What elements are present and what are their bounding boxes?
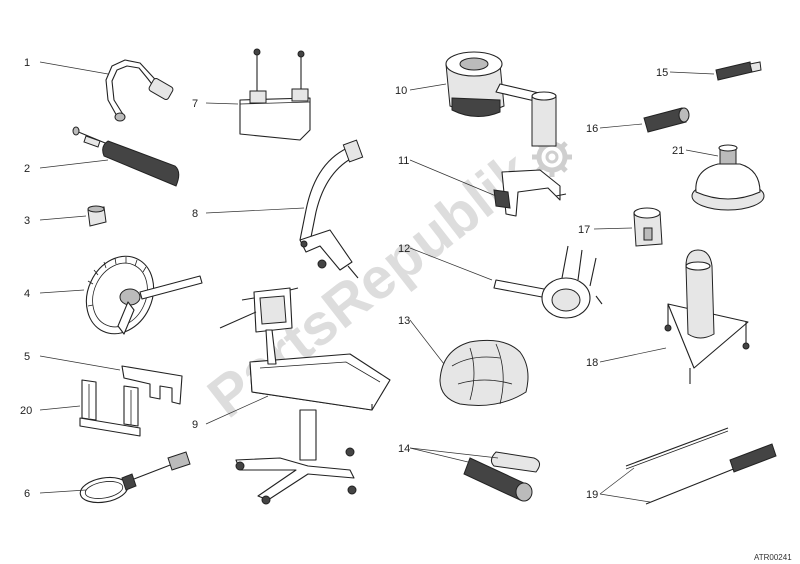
part-7-bracket	[239, 48, 311, 141]
part-16-pin	[643, 107, 690, 133]
callout-4: 4	[24, 288, 30, 300]
callout-10: 10	[395, 85, 407, 97]
callout-18: 18	[586, 357, 598, 369]
part-11-bracket-knob	[493, 169, 567, 217]
callout-14: 14	[398, 443, 410, 455]
callout-20: 20	[20, 405, 32, 417]
callout-21: 21	[672, 145, 684, 157]
part-1-hook-tool	[105, 59, 174, 122]
part-14-pins	[463, 451, 540, 502]
part-19-rods	[625, 427, 777, 505]
part-2-handle-tool	[72, 126, 180, 187]
part-3-nut	[87, 205, 107, 227]
callout-6: 6	[24, 488, 30, 500]
callout-17: 17	[578, 224, 590, 236]
part-10-holder	[445, 51, 557, 147]
callout-5: 5	[24, 351, 30, 363]
part-4-degree-wheel	[85, 255, 203, 335]
part-6-strap-wrench	[79, 451, 191, 504]
part-20-frame	[79, 379, 141, 437]
part-5-plate	[121, 365, 183, 405]
callout-19: 19	[586, 489, 598, 501]
part-12-ring-tool	[493, 245, 603, 319]
callout-12: 12	[398, 243, 410, 255]
callout-7: 7	[192, 98, 198, 110]
callout-3: 3	[24, 215, 30, 227]
part-9-stand	[219, 287, 391, 505]
part-18-fixture	[664, 249, 750, 384]
callout-1: 1	[24, 57, 30, 69]
callout-16: 16	[586, 123, 598, 135]
callout-8: 8	[192, 208, 198, 220]
part-13-cover	[439, 339, 529, 406]
part-17-bush	[633, 207, 663, 247]
callout-13: 13	[398, 315, 410, 327]
callout-9: 9	[192, 419, 198, 431]
callout-2: 2	[24, 163, 30, 175]
part-15-pin	[715, 61, 762, 81]
callout-11: 11	[398, 155, 409, 167]
callout-15: 15	[656, 67, 668, 79]
reference-code: ATR00241	[754, 553, 792, 562]
callout-labels: 1 2 3 4 5 20 6 7 8 9 10 11 12 13 14 15 1…	[20, 57, 684, 501]
part-8-curved-arm	[299, 139, 364, 279]
leader-lines	[39, 61, 719, 503]
part-21-puller	[691, 144, 765, 211]
